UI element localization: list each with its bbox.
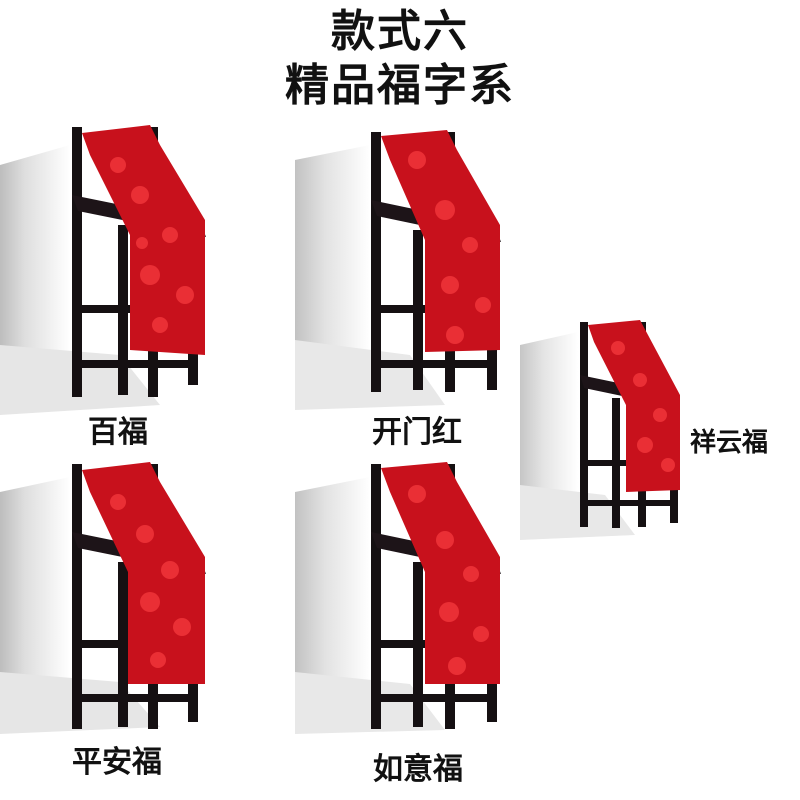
page-title-line2: 精品福字系 <box>285 60 515 111</box>
chair-runner-image <box>295 462 501 734</box>
product-label-pinganfu: 平安福 <box>72 745 162 780</box>
product-label-baifu: 百福 <box>88 415 148 450</box>
product-photo-baifu <box>0 125 240 415</box>
chair-runner-image <box>295 130 501 410</box>
product-photo-xiangyunfu <box>520 320 695 545</box>
product-label-ruyifu: 如意福 <box>373 752 463 787</box>
product-photo-ruyifu <box>295 462 525 737</box>
chair-runner-image <box>520 320 680 540</box>
product-label-xiangyunfu: 祥云福 <box>690 428 769 458</box>
product-label-kaimenhong: 开门红 <box>372 415 462 450</box>
product-photo-pinganfu <box>0 462 240 737</box>
page-title-line1: 款式六 <box>331 6 469 57</box>
chair-runner-image <box>0 462 206 734</box>
chair-runner-image <box>0 125 206 415</box>
product-photo-kaimenhong <box>295 130 525 420</box>
